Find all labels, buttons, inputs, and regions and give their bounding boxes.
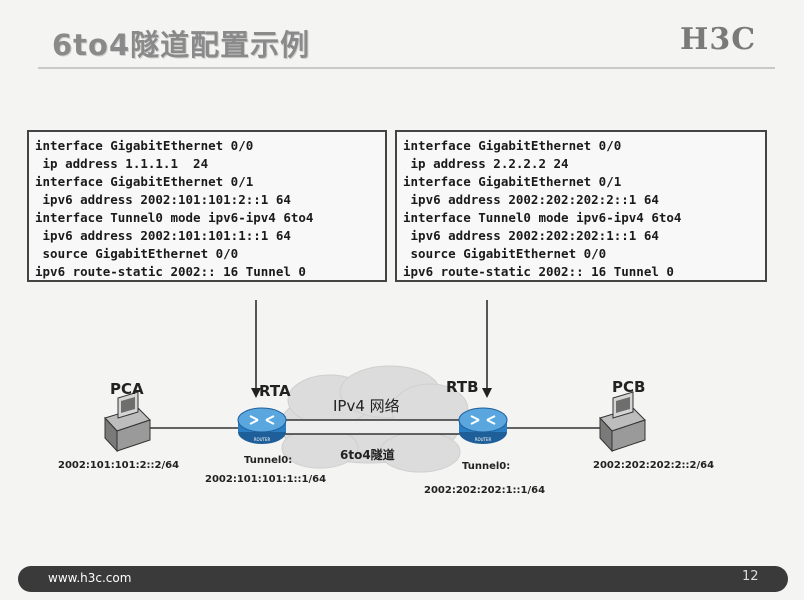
rta-router-caption: ROUTER bbox=[254, 437, 271, 442]
rtb-router-caption: ROUTER bbox=[475, 437, 492, 442]
pcb-address: 2002:202:202:2::2/64 bbox=[593, 460, 715, 471]
rta-tunnel-label: Tunnel0: bbox=[244, 455, 293, 466]
config-line: ipv6 route-static 2002:: 16 Tunnel 0 bbox=[35, 264, 306, 279]
config-line: ipv6 address 2002:101:101:2::1 64 bbox=[35, 192, 291, 207]
config-line: interface Tunnel0 mode ipv6-ipv4 6to4 bbox=[403, 210, 682, 225]
rta-config-box: interface GigabitEthernet 0/0 ip address… bbox=[27, 130, 387, 282]
arrow-right-head bbox=[482, 388, 492, 398]
pcb-computer-icon bbox=[599, 391, 646, 453]
config-line: interface Tunnel0 mode ipv6-ipv4 6to4 bbox=[35, 210, 314, 225]
config-line: ipv6 route-static 2002:: 16 Tunnel 0 bbox=[403, 264, 674, 279]
config-line: interface GigabitEthernet 0/1 bbox=[403, 174, 622, 189]
config-line: ipv6 address 2002:101:101:1::1 64 bbox=[35, 228, 291, 243]
config-line: interface GigabitEthernet 0/0 bbox=[403, 138, 622, 153]
rtb-config-box: interface GigabitEthernet 0/0 ip address… bbox=[395, 130, 767, 282]
footer-url: www.h3c.com bbox=[48, 571, 132, 585]
config-line: interface GigabitEthernet 0/1 bbox=[35, 174, 254, 189]
config-line: ipv6 address 2002:202:202:2::1 64 bbox=[403, 192, 659, 207]
config-line: source GigabitEthernet 0/0 bbox=[403, 246, 607, 261]
ipv4-network-label: IPv4 网络 bbox=[333, 397, 400, 415]
router-rtb-icon: ROUTER bbox=[458, 407, 508, 444]
router-rta-icon: ROUTER bbox=[237, 407, 287, 444]
tunnel-label: 6to4隧道 bbox=[340, 448, 395, 462]
config-line: ipv6 address 2002:202:202:1::1 64 bbox=[403, 228, 659, 243]
pca-label: PCA bbox=[110, 380, 144, 398]
config-line: source GigabitEthernet 0/0 bbox=[35, 246, 239, 261]
rtb-label: RTB bbox=[446, 378, 479, 396]
arrow-left-head bbox=[251, 388, 261, 398]
config-line: ip address 2.2.2.2 24 bbox=[403, 156, 569, 171]
pcb-label: PCB bbox=[612, 378, 646, 396]
page-title: 6to4隧道配置示例 bbox=[52, 28, 311, 62]
footer-bar bbox=[18, 566, 788, 592]
pca-computer-icon bbox=[104, 391, 151, 453]
rta-tunnel-address: 2002:101:101:1::1/64 bbox=[205, 474, 327, 485]
page-number: 12 bbox=[742, 569, 759, 584]
config-line: ip address 1.1.1.1 24 bbox=[35, 156, 209, 171]
pca-address: 2002:101:101:2::2/64 bbox=[58, 460, 180, 471]
rtb-tunnel-label: Tunnel0: bbox=[462, 461, 511, 472]
tunnel-tube bbox=[283, 419, 469, 435]
rta-label: RTA bbox=[259, 382, 291, 400]
h3c-logo: H3C bbox=[680, 22, 757, 57]
rtb-tunnel-address: 2002:202:202:1::1/64 bbox=[424, 485, 546, 496]
config-line: interface GigabitEthernet 0/0 bbox=[35, 138, 254, 153]
